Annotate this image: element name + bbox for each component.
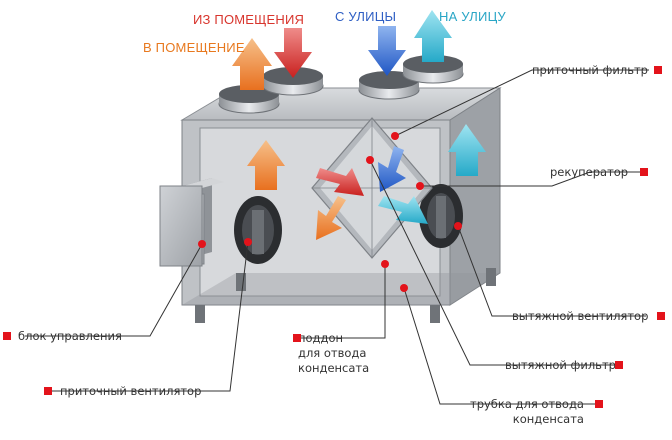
arrow-to-street-icon — [414, 10, 452, 62]
marker-supply-filter-icon — [654, 66, 662, 74]
marker-exhaust-filter-icon — [615, 361, 623, 369]
label-exhaust-fan: вытяжной вентилятор — [512, 309, 649, 323]
leader-supply-fan — [48, 241, 249, 392]
label-supply-filter: приточный фильтр — [532, 63, 648, 77]
supply-fan-graphic — [234, 196, 282, 264]
flow-label-from-room: ИЗ ПОМЕЩЕНИЯ — [193, 12, 305, 27]
dot-control-unit — [198, 240, 206, 248]
arrow-from-room-icon — [274, 28, 312, 78]
exhaust-fan-graphic — [419, 184, 463, 248]
marker-control-unit-icon — [3, 332, 11, 340]
flow-label-to-street: НА УЛИЦУ — [439, 9, 506, 24]
dot-supply-fan — [244, 238, 252, 246]
marker-recuperator-icon — [640, 168, 648, 176]
dot-supply-filter — [391, 132, 399, 140]
leader-lines — [25, 69, 649, 405]
label-recuperator: рекуператор — [550, 165, 629, 179]
arrow-supply-up-icon — [247, 140, 285, 190]
anchor-dots — [198, 132, 462, 292]
arrow-exhaust-up-icon — [448, 124, 486, 176]
arrow-to-room-icon — [232, 38, 272, 90]
marker-supply-fan-icon — [44, 387, 52, 395]
marker-condensate-pipe-icon — [595, 400, 603, 408]
arrow-recup-hot-icon — [316, 168, 364, 196]
marker-exhaust-fan-icon — [657, 312, 665, 320]
leader-condensate-pipe — [403, 287, 598, 405]
label-condensate-tray: поддон для отвода конденсата — [298, 331, 370, 375]
leader-recuperator — [420, 171, 642, 187]
leader-exhaust-fan — [457, 225, 646, 317]
label-supply-fan: приточный вентилятор — [60, 384, 202, 398]
dot-condensate-pipe — [400, 284, 408, 292]
leader-supply-filter — [394, 69, 649, 137]
marker-condensate-tray-icon — [293, 334, 301, 342]
leader-control-unit — [25, 243, 203, 337]
dot-exhaust-fan — [454, 222, 462, 230]
arrow-from-street-icon — [368, 26, 406, 76]
label-exhaust-filter: вытяжной фильтр — [505, 358, 616, 372]
flow-label-to-room: В ПОМЕЩЕНИЕ — [143, 40, 245, 55]
label-condensate-pipe: трубка для отвода конденсата — [470, 397, 584, 426]
arrow-recup-cold-icon — [378, 146, 406, 192]
leader-exhaust-filter — [369, 159, 616, 366]
leader-condensate-tray — [298, 264, 386, 339]
flow-arrows — [232, 10, 486, 240]
arrow-recup-warm-icon — [316, 196, 346, 240]
label-control-unit: блок управления — [18, 329, 122, 343]
dot-exhaust-filter — [366, 156, 374, 164]
dot-condensate-tray — [381, 260, 389, 268]
dot-recuperator — [416, 182, 424, 190]
flow-label-from-street: С УЛИЦЫ — [335, 9, 397, 24]
